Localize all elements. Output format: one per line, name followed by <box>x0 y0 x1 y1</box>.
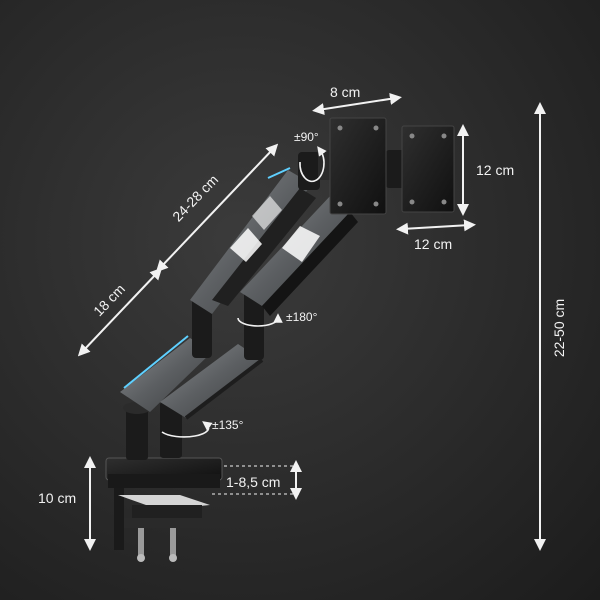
label-vesa-height: 12 cm <box>476 162 515 178</box>
pole <box>123 402 182 460</box>
lower-arm-rear <box>120 335 212 412</box>
label-tilt-rotation: ±90° <box>294 130 319 144</box>
dim-line-lower-arm <box>77 267 163 357</box>
dimension-lines <box>77 92 546 551</box>
vesa-plate-left <box>329 117 387 215</box>
label-top-width: 8 cm <box>330 84 361 100</box>
upper-arm-front <box>240 194 358 316</box>
lower-arm-front <box>160 344 264 420</box>
rotation-arrows <box>161 146 327 438</box>
label-base-height: 10 cm <box>38 490 77 506</box>
elbow-joints <box>192 290 264 360</box>
tilt-rotation-icon <box>299 146 327 183</box>
vesa-plate-right <box>401 125 455 213</box>
label-desk-thickness: 1-8,5 cm <box>226 474 281 490</box>
upper-arm-rear <box>190 167 316 314</box>
desk-clamp <box>105 457 223 562</box>
label-pole-height: 22-50 cm <box>551 298 568 358</box>
label-base-rotation: ±135° <box>212 418 244 432</box>
dim-line-top-width <box>312 92 402 116</box>
dim-line-vesa-width <box>396 219 476 235</box>
label-swivel-rotation: ±180° <box>286 310 318 324</box>
label-vesa-width: 12 cm <box>414 236 453 252</box>
base-rotation-icon <box>161 421 213 438</box>
swivel-rotation-icon <box>237 313 283 327</box>
dim-line-upper-arm <box>155 143 279 273</box>
